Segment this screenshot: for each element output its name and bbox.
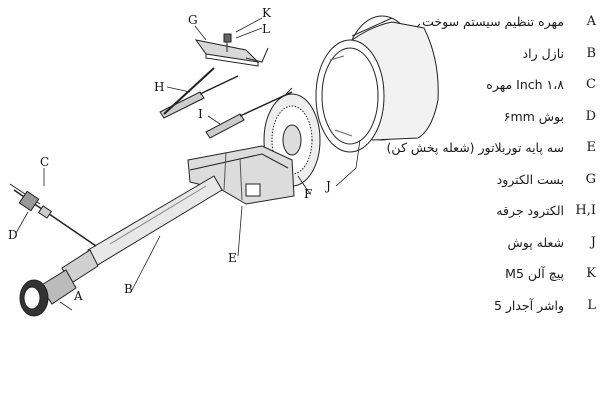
legend-item: A مهره تنظیم سیستم سوخت	[376, 6, 596, 38]
legend-letter: A	[586, 14, 596, 30]
legend-description: واشر آجدار 5	[493, 297, 564, 313]
parts-legend: A مهره تنظیم سیستم سوخت B نازل راد C Inch ۱،۸…	[376, 6, 596, 321]
callout-h: H	[154, 80, 164, 94]
legend-letter: B	[586, 45, 596, 61]
callout-l: L	[262, 22, 270, 36]
legend-letter: G	[585, 171, 596, 187]
electrode-clamp-part	[194, 33, 269, 67]
legend-letter: L	[587, 297, 596, 313]
turbulator-tripod-part	[187, 145, 295, 205]
legend-letter: C	[586, 77, 596, 93]
callout-a: A	[73, 289, 83, 303]
spark-electrode-h-part	[159, 67, 239, 119]
legend-description: مهره تنظیم سیستم سوخت	[422, 14, 564, 30]
legend-item: B نازل راد	[376, 38, 596, 70]
callout-k: K	[262, 6, 272, 20]
feed-nut-bushing-part	[9, 183, 97, 247]
callout-f: F	[304, 187, 312, 201]
spark-electrode-i-part	[205, 87, 293, 139]
legend-item: G بست الکترود	[376, 164, 596, 196]
callout-d: D	[8, 228, 18, 242]
legend-item: J شعله پوش	[376, 227, 596, 259]
legend-description: بست الکترود	[496, 171, 564, 187]
callout-c: C	[40, 155, 49, 169]
legend-description: پیچ آلن M5	[505, 266, 564, 282]
legend-letter: J	[590, 234, 596, 250]
nozzle-rod-part	[61, 175, 223, 285]
leader-lines	[15, 17, 361, 311]
legend-item: D بوش ۶mm	[376, 101, 596, 133]
legend-item: L واشر آجدار 5	[376, 290, 596, 322]
legend-description: نازل راد	[522, 45, 564, 61]
legend-description: Inch ۱،۸ مهره	[486, 77, 564, 93]
fuel-adjust-nut-part	[19, 269, 77, 317]
legend-letter: E	[586, 140, 597, 156]
legend-letter: D	[585, 108, 596, 124]
legend-item: K پیچ آلن M5	[376, 258, 596, 290]
legend-letter: H,I	[575, 203, 596, 219]
legend-letter: K	[586, 266, 596, 282]
callout-e: E	[228, 251, 237, 265]
legend-description: بوش ۶mm	[503, 108, 564, 124]
legend-description: سه پایه توربلاتور (شعله پخش کن)	[386, 140, 564, 156]
legend-item: C Inch ۱،۸ مهره	[376, 69, 596, 101]
legend-item: H,I الکترود جرقه	[376, 195, 596, 227]
legend-description: شعله پوش	[507, 234, 564, 250]
flame-tube-part	[315, 15, 439, 153]
callout-b: B	[124, 282, 133, 296]
legend-description: الکترود جرقه	[496, 203, 564, 219]
callout-g: G	[188, 13, 198, 27]
legend-item: E سه پایه توربلاتور (شعله پخش کن)	[376, 132, 596, 164]
callout-j: J	[324, 179, 331, 193]
callout-i: I	[198, 107, 203, 121]
